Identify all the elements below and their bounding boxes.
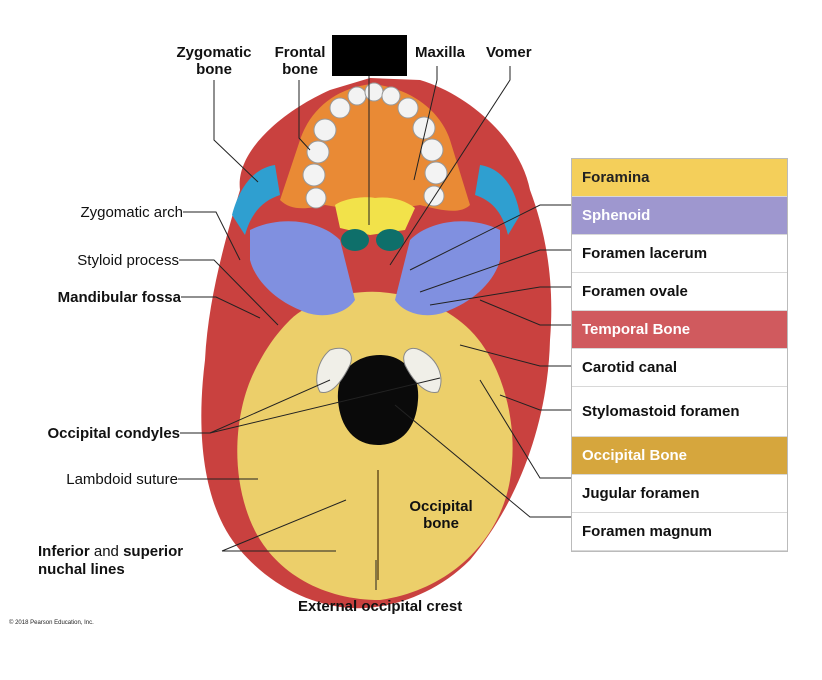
label-zygomatic-arch: Zygomatic arch [80, 204, 183, 221]
label-zygomatic-bone: Zygomatic bone [176, 44, 252, 78]
label-nuchal-lines-2: nuchal lines [38, 561, 125, 578]
legend-sphenoid: Sphenoid [572, 197, 787, 235]
legend-table: Foramina Sphenoid Foramen lacerum Forame… [571, 158, 788, 552]
label-external-occipital-crest: External occipital crest [298, 598, 463, 615]
occipital-bone-shape [237, 291, 513, 600]
label-frontal-bone: Frontal bone [274, 44, 326, 78]
condyle-right [403, 347, 442, 394]
label-occipital-condyles: Occipital condyles [47, 425, 180, 442]
label-lambdoid-suture: Lambdoid suture [66, 471, 178, 488]
label-vomer: Vomer [486, 44, 532, 61]
label-styloid-process: Styloid process [77, 252, 179, 269]
label-nuchal-lines: Inferior and superior [38, 543, 184, 560]
label-maxilla: Maxilla [415, 44, 466, 61]
leader-lines [178, 66, 571, 590]
palatine-shape [335, 197, 415, 235]
legend-occipital-bone: Occipital Bone [572, 437, 787, 475]
legend-jugular-foramen: Jugular foramen [572, 475, 787, 513]
legend-foramen-lacerum: Foramen lacerum [572, 235, 787, 273]
zygomatic-right [475, 165, 520, 235]
legend-stylomastoid-foramen: Stylomastoid foramen [572, 387, 787, 437]
zygomatic-left [232, 165, 280, 235]
teeth [302, 82, 448, 209]
foramen-magnum-shape [337, 355, 419, 445]
choana-left [341, 229, 369, 251]
legend-temporal-bone: Temporal Bone [572, 311, 787, 349]
label-mandibular-fossa: Mandibular fossa [57, 289, 181, 306]
copyright-text: © 2018 Pearson Education, Inc. [9, 620, 94, 626]
legend-foramen-ovale: Foramen ovale [572, 273, 787, 311]
maxilla-shape [280, 84, 470, 211]
label-occipital-bone: Occipital bone [409, 498, 473, 532]
legend-foramina: Foramina [572, 159, 787, 197]
legend-foramen-magnum: Foramen magnum [572, 513, 787, 551]
sphenoid-left [250, 221, 355, 316]
choana-right [376, 229, 404, 251]
legend-carotid-canal: Carotid canal [572, 349, 787, 387]
redacted-box [332, 35, 407, 76]
